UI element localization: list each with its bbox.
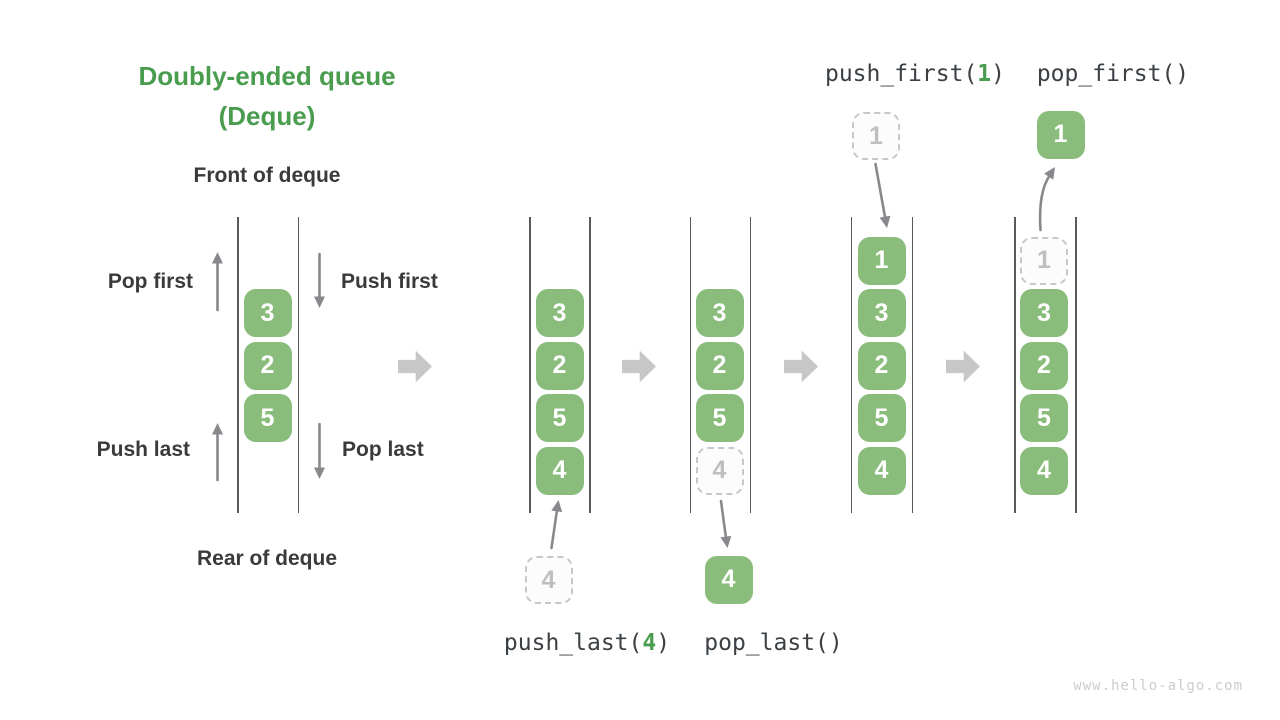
front-of-deque-label: Front of deque (193, 164, 341, 187)
deque-cell: 2 (1020, 341, 1068, 390)
deque-wall (689, 217, 691, 513)
deque-wall (911, 217, 913, 513)
deque-cell: 1 (857, 236, 906, 285)
push-last-arrow-icon (212, 423, 223, 482)
push-last-operation-label: push_last(4) (504, 630, 670, 656)
deque-wall (850, 217, 852, 513)
pop-first-label: Pop first (107, 270, 193, 293)
pop-last-arrow-icon (314, 422, 325, 479)
deque-cell: 3 (1020, 289, 1068, 337)
deque-wall (237, 217, 239, 513)
transition-arrow-icon (784, 350, 818, 383)
deque-cell: 1 (1036, 110, 1085, 159)
push-first-insert-arrow-icon (874, 162, 891, 228)
site-watermark: www.hello-algo.com (1073, 678, 1243, 694)
code-text: push_first( (824, 61, 978, 87)
code-text: ) (656, 630, 671, 656)
page-title: Doubly-ended queue (Deque) (107, 56, 427, 136)
deque-cell: 4 (1020, 446, 1068, 495)
deque-wall (529, 217, 531, 513)
deque-cell: 5 (1020, 394, 1068, 442)
deque-cell: 2 (857, 341, 906, 390)
deque-cell: 2 (535, 341, 584, 390)
push-first-operation-label: push_first(1) (825, 61, 1005, 87)
code-text: ) (991, 61, 1006, 87)
deque-wall (749, 217, 751, 513)
code-arg: 1 (977, 61, 992, 87)
transition-arrow-icon (946, 350, 980, 383)
deque-cell: 3 (695, 289, 744, 337)
transition-arrow-icon (622, 350, 656, 383)
transition-arrow-icon (398, 350, 432, 383)
pop-first-arrow-icon (212, 252, 223, 312)
deque-wall (589, 217, 591, 513)
deque-cell: 3 (243, 289, 292, 337)
deque-cell-ghost: 4 (524, 556, 573, 604)
deque-cell-ghost: 1 (852, 112, 900, 160)
deque-cell-ghost: 1 (1020, 236, 1068, 285)
deque-cell-ghost: 4 (695, 446, 744, 495)
deque-cell: 5 (857, 394, 906, 442)
pop-last-remove-arrow-icon (719, 499, 732, 548)
deque-cell: 5 (695, 394, 744, 442)
push-first-arrow-icon (314, 252, 325, 308)
deque-cell: 2 (695, 341, 744, 390)
deque-cell: 4 (704, 555, 753, 604)
push-last-label: Push last (96, 438, 190, 461)
push-first-label: Push first (341, 270, 438, 293)
deque-cell: 2 (243, 341, 292, 390)
code-text: push_last( (503, 630, 643, 656)
pop-first-operation-label: pop_first() (1036, 61, 1190, 87)
deque-cell: 4 (535, 446, 584, 495)
deque-wall (1075, 217, 1077, 513)
pop-last-operation-label: pop_last() (704, 630, 843, 656)
deque-wall (1014, 217, 1016, 513)
pop-last-label: Pop last (342, 438, 424, 461)
push-last-insert-arrow-icon (550, 500, 563, 550)
deque-cell: 4 (857, 446, 906, 495)
deque-cell: 5 (243, 394, 292, 442)
title-line1: Doubly-ended queue (138, 61, 396, 91)
deque-cell: 3 (857, 289, 906, 337)
pop-first-remove-arrow-icon (1038, 167, 1055, 232)
code-arg: 4 (642, 630, 657, 656)
rear-of-deque-label: Rear of deque (196, 547, 338, 570)
deque-cell: 5 (535, 394, 584, 442)
deque-wall (297, 217, 299, 513)
title-line2: (Deque) (218, 101, 316, 131)
deque-cell: 3 (535, 289, 584, 337)
